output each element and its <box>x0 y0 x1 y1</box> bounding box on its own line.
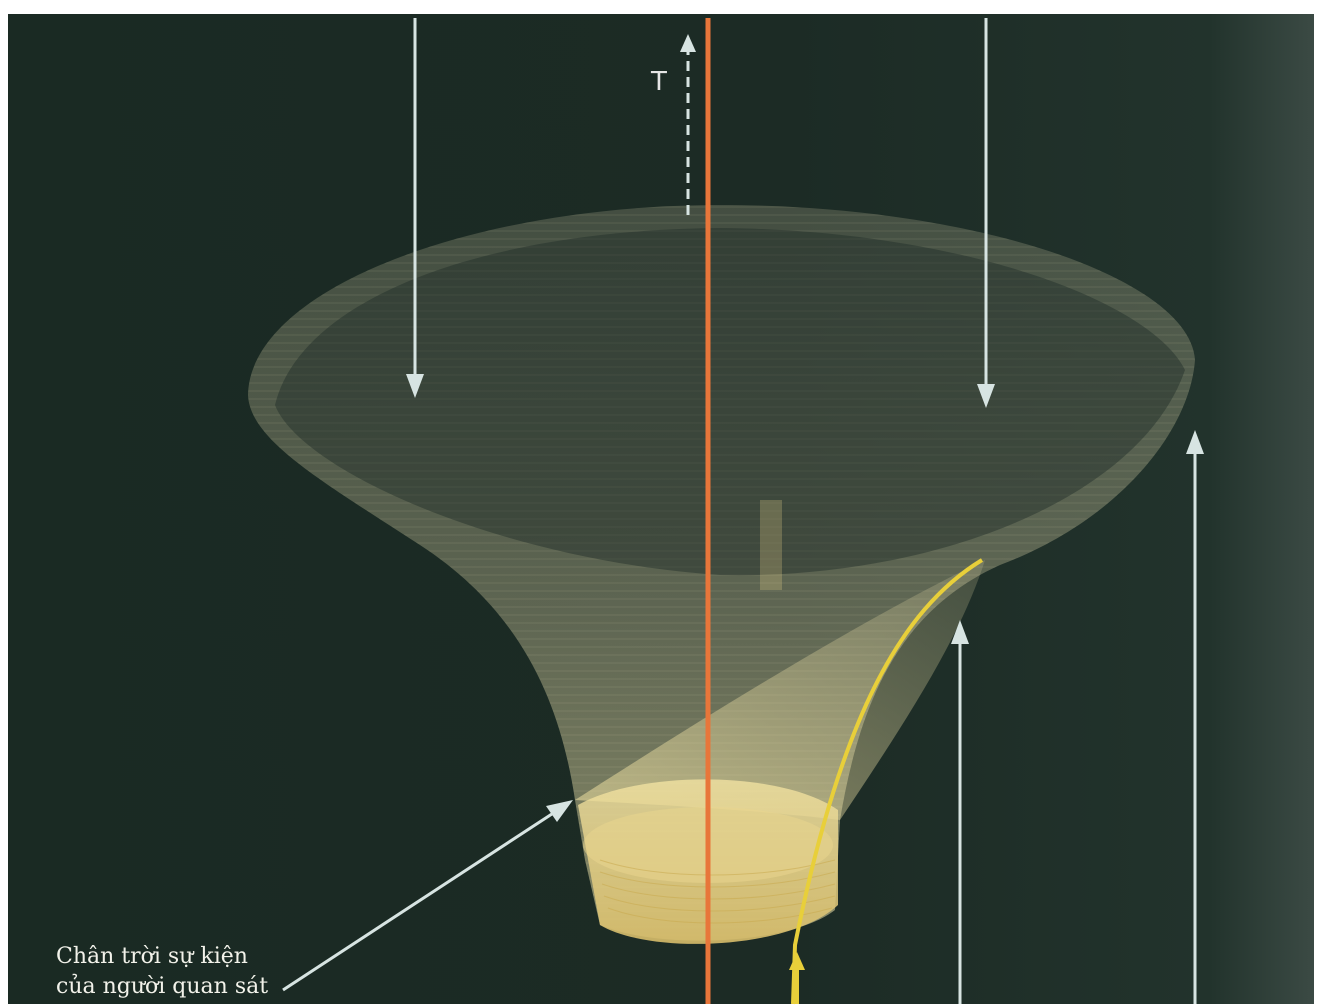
arrow-up-icon <box>1186 430 1204 454</box>
observer-worldline <box>791 558 984 1005</box>
arrow-up-icon <box>680 34 696 52</box>
horizon-pointer <box>282 800 573 992</box>
outgoing-arrow-right <box>1186 430 1204 1004</box>
arrow-up-icon <box>951 620 969 644</box>
horizon-caption-line-1: Chân trời sự kiện <box>56 944 248 969</box>
arrow-down-icon <box>977 384 995 408</box>
arrow-diagonal-icon <box>546 800 573 822</box>
time-arrow <box>680 34 696 215</box>
light-cone-slab <box>575 560 985 820</box>
infall-arrow-right <box>977 18 995 408</box>
infall-arrow-left <box>406 18 424 398</box>
funnel-opening <box>275 228 1185 576</box>
arrow-down-icon <box>406 374 424 398</box>
horizon-caption-line-2: của người quan sát <box>56 973 268 999</box>
funnel-rings <box>248 205 1195 941</box>
arrow-up-icon <box>789 952 805 970</box>
outgoing-arrow-middle <box>951 620 969 1004</box>
time-axis-label: T <box>650 67 667 97</box>
glow-streak <box>760 500 782 590</box>
